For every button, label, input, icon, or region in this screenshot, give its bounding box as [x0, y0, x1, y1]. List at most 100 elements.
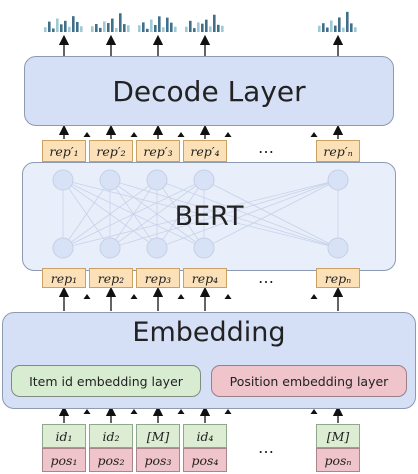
histogram-bar: [342, 27, 345, 32]
input-id-box: [M]: [316, 424, 360, 448]
histogram-bar: [354, 27, 357, 32]
histogram-bar: [197, 22, 200, 32]
histogram-bar: [146, 28, 149, 32]
histogram-bar: [217, 24, 220, 32]
input-id-box: id₂: [89, 424, 133, 448]
rep-out-box: rep′₂: [89, 140, 133, 162]
arrow-up-icon: [130, 409, 138, 414]
histogram-bar: [209, 26, 212, 32]
input-pos-box: pos₄: [183, 448, 227, 472]
arrow-up-icon: [83, 294, 91, 299]
arrow-up-icon: [224, 132, 232, 137]
histogram-bar: [185, 26, 188, 32]
histogram-bar: [205, 19, 208, 32]
input-id-box: [M]: [136, 424, 180, 448]
histogram-bar: [213, 14, 216, 32]
histogram-bar: [162, 27, 165, 32]
histogram-bar: [111, 18, 114, 32]
histogram-bar: [115, 28, 118, 32]
rep-out-box: rep′₁: [42, 140, 86, 162]
arrow-up-icon: [310, 132, 318, 137]
rep-in-box: repₙ: [316, 268, 360, 288]
histogram-bar: [166, 17, 169, 32]
input-pos-box: pos₁: [42, 448, 86, 472]
rep-in-box: rep₁: [42, 268, 86, 288]
histogram-bar: [170, 22, 173, 32]
histogram-bar: [52, 28, 55, 32]
histogram-bar: [150, 19, 153, 32]
histogram-bar: [318, 25, 321, 32]
decode-layer-label: Decode Layer: [112, 74, 306, 108]
arrow-up-icon: [83, 409, 91, 414]
input-id-box: id₁: [42, 424, 86, 448]
arrow-up-icon: [177, 294, 185, 299]
histogram-bar: [48, 21, 51, 32]
histogram-bar: [119, 13, 122, 33]
histogram-bar: [44, 27, 47, 32]
arrow-up-icon: [202, 40, 210, 45]
rep-out-box: rep′ₙ: [316, 140, 360, 162]
histogram-bar: [127, 25, 130, 32]
position-embedding-layer: Position embedding layer: [211, 365, 407, 397]
arrow-up-icon: [310, 294, 318, 299]
histogram-bar: [154, 24, 157, 32]
histogram-bar: [142, 22, 145, 32]
ellipsis: …: [258, 268, 276, 287]
histogram-bar: [346, 11, 349, 32]
histogram-bar: [80, 26, 83, 32]
histogram-bar: [91, 26, 94, 32]
arrow-up-icon: [177, 132, 185, 137]
arrow-up-icon: [83, 132, 91, 137]
histogram-bar: [330, 20, 333, 32]
bert-block: BERT: [22, 162, 396, 271]
histogram-bar: [189, 20, 192, 32]
rep-in-box: rep₃: [136, 268, 180, 288]
histogram-bar: [350, 23, 353, 32]
histogram-bar: [60, 24, 63, 32]
arrow-up-icon: [60, 40, 68, 45]
histogram-bar: [56, 18, 59, 32]
histogram-bar: [334, 25, 337, 32]
histogram-bar: [322, 23, 325, 32]
decode-layer: Decode Layer: [24, 56, 394, 126]
histogram-bar: [103, 21, 106, 32]
histogram-bar: [201, 23, 204, 32]
histogram-bar: [174, 26, 177, 32]
input-pos-box: pos₃: [136, 448, 180, 472]
histogram-bar: [107, 23, 110, 32]
position-embedding-label: Position embedding layer: [229, 373, 389, 389]
histogram-bar: [99, 27, 102, 32]
arrow-up-icon: [108, 40, 116, 45]
item-id-embedding-label: Item id embedding layer: [29, 373, 183, 389]
rep-out-box: rep′₃: [136, 140, 180, 162]
rep-in-box: rep₂: [89, 268, 133, 288]
ellipsis: …: [258, 438, 276, 457]
embedding-block: Embedding Item id embedding layer Positi…: [2, 312, 416, 409]
histogram-bar: [338, 17, 341, 32]
embedding-label: Embedding: [132, 317, 286, 348]
input-id-box: id₄: [183, 424, 227, 448]
arrow-up-icon: [130, 132, 138, 137]
rep-out-box: rep′₄: [183, 140, 227, 162]
histogram-bar: [193, 28, 196, 32]
histogram-bar: [95, 24, 98, 32]
rep-in-box: rep₄: [183, 268, 227, 288]
histogram-bar: [123, 24, 126, 32]
arrow-up-icon: [224, 294, 232, 299]
histogram-bar: [64, 20, 67, 32]
histogram-bar: [221, 25, 224, 32]
histogram-bar: [76, 21, 79, 32]
histogram-bar: [158, 16, 161, 32]
histogram-bar: [72, 16, 75, 32]
arrow-up-icon: [224, 409, 232, 414]
bert-label: BERT: [174, 201, 244, 232]
histogram-bar: [138, 25, 141, 32]
histogram-bar: [68, 26, 71, 32]
arrow-up-icon: [130, 294, 138, 299]
input-pos-box: posₙ: [316, 448, 360, 472]
item-id-embedding-layer: Item id embedding layer: [11, 365, 201, 397]
arrow-up-icon: [177, 409, 185, 414]
input-pos-box: pos₂: [89, 448, 133, 472]
histogram-bar: [326, 27, 329, 32]
